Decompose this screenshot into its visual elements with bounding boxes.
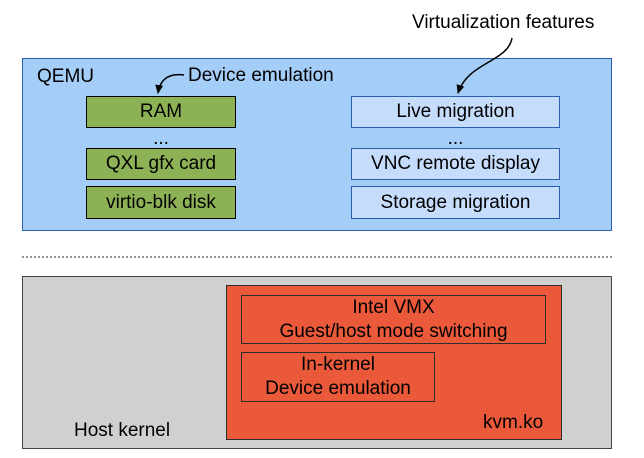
kvm-label: kvm.ko: [483, 412, 544, 433]
device-qxl-gfx-card: QXL gfx card: [86, 148, 236, 180]
device-ram: RAM: [86, 96, 236, 128]
host-kernel-label: Host kernel: [74, 420, 171, 441]
intel-vmx-line2: Guest/host mode switching: [279, 320, 508, 342]
feature-vnc-remote-display: VNC remote display: [351, 148, 560, 180]
feature-storage-migration: Storage migration: [351, 186, 560, 219]
intel-vmx-box: Intel VMX Guest/host mode switching: [241, 295, 546, 344]
qemu-label: QEMU: [37, 66, 94, 87]
feature-ellipsis: ...: [447, 128, 464, 149]
device-emulation-label: Device emulation: [188, 65, 334, 86]
device-ellipsis: ...: [153, 128, 169, 149]
device-emulation-arrow: [155, 73, 185, 94]
intel-vmx-line1: Intel VMX: [352, 296, 435, 318]
virtualization-features-arrow: [456, 37, 513, 94]
virtualization-features-label: Virtualization features: [412, 12, 595, 33]
in-kernel-line2: Device emulation: [265, 378, 411, 399]
feature-live-migration: Live migration: [351, 96, 560, 128]
in-kernel-line1: In-kernel: [301, 354, 375, 375]
device-virtio-blk-disk: virtio-blk disk: [86, 186, 236, 219]
in-kernel-device-emulation-box: In-kernel Device emulation: [241, 352, 435, 402]
